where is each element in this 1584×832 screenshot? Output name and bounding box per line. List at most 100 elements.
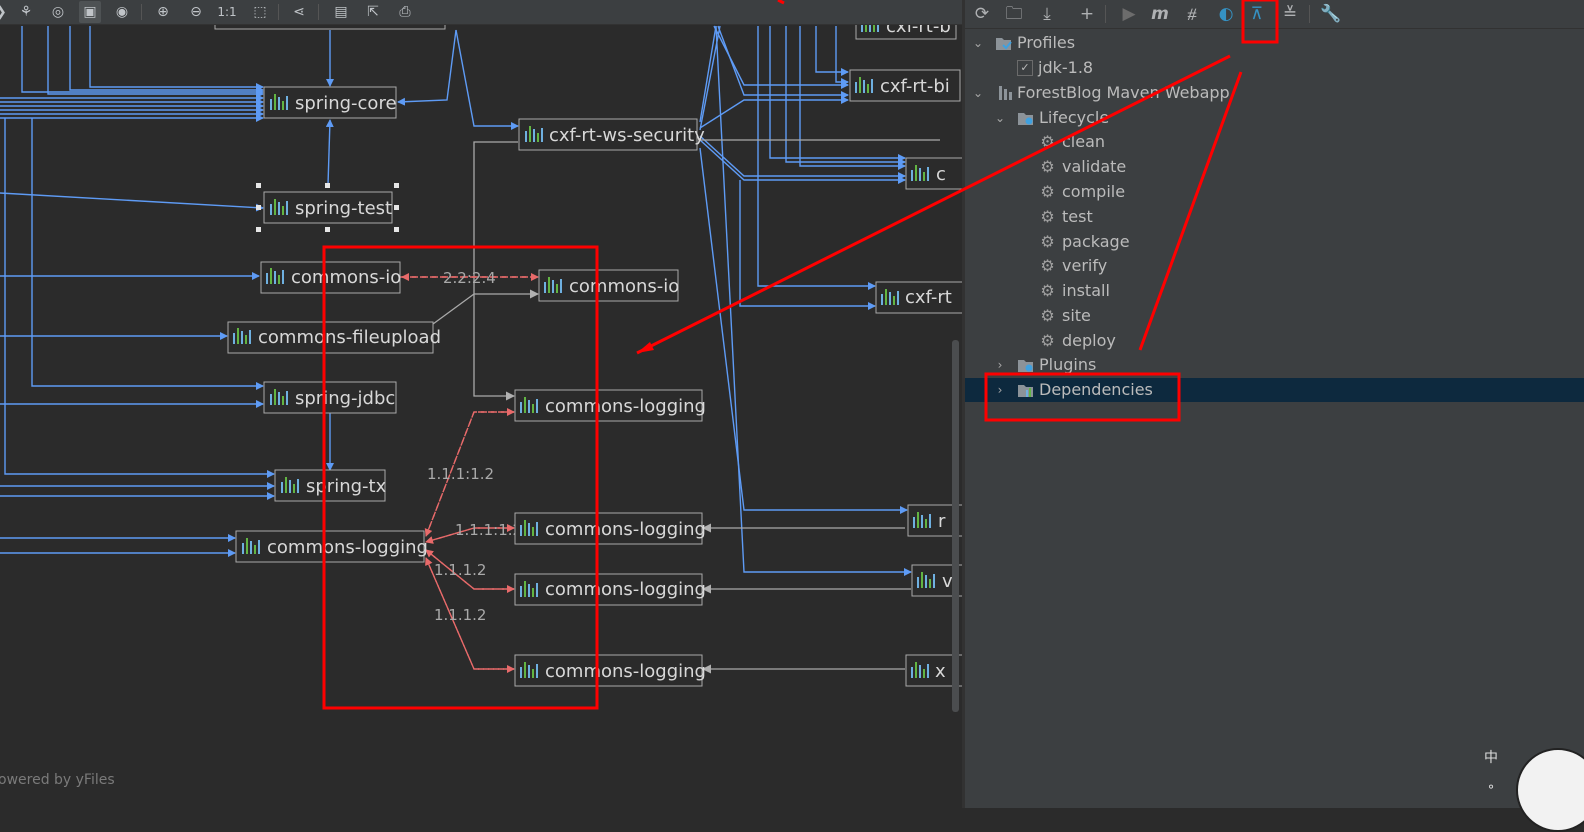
edge-label-logging-d: 1.1.1.2: [434, 606, 486, 624]
svg-text:commons-io: commons-io: [569, 276, 679, 297]
lifecycle-goal-verify[interactable]: ⚙ verify: [965, 254, 1584, 278]
dependency-edges: [0, 25, 912, 576]
avatar[interactable]: [1516, 748, 1584, 832]
plus-icon[interactable]: +: [1079, 4, 1095, 24]
skip-tests-icon[interactable]: ⧣: [1187, 4, 1197, 24]
svg-text:r: r: [938, 511, 946, 532]
save-icon[interactable]: ▤: [334, 4, 348, 20]
chevron-down-icon[interactable]: ⌄: [972, 36, 984, 50]
fit-content-icon[interactable]: ⬚: [253, 4, 267, 20]
tree-item-dependencies[interactable]: › Dependencies: [965, 378, 1584, 402]
svg-text:commons-fileupload: commons-fileupload: [258, 327, 441, 348]
tree-item-lifecycle[interactable]: ⌄ Lifecycle: [965, 106, 1584, 130]
maven-toolbar: ⟳ 🗀 ⤓ + ▶ m ⧣ ◐ ⊼ ≚ 🔧: [965, 0, 1584, 29]
dependency-graph-canvas[interactable]: 2.2:2.4 1.1.1:1.2 1.1.1:1.2 1.1.1.2 1.1.…: [0, 0, 962, 808]
gear-icon: ⚙: [1040, 306, 1055, 325]
chevron-right-icon[interactable]: ›: [997, 383, 1003, 397]
node-spring-test-selected[interactable]: spring-test: [256, 183, 399, 232]
gear-icon: ⚙: [1040, 182, 1055, 201]
diagram-toolbar: ❯ ⚘ ◎ ▣ ◉ ⊕ ⊖ 1:1 ⬚ ⋖ ▤ ⇱ ⎙: [0, 0, 962, 25]
run-icon[interactable]: ▶: [1122, 4, 1136, 24]
add-maven-projects-icon[interactable]: 🗀: [1005, 4, 1023, 24]
node-commons-io-right[interactable]: commons-io: [538, 269, 679, 302]
fit-selection-icon[interactable]: ◎: [51, 4, 65, 20]
node-c[interactable]: c: [905, 157, 962, 190]
lifecycle-folder-icon: [1018, 113, 1033, 125]
layout-icon[interactable]: ⚘: [19, 4, 33, 20]
profiles-folder-icon: [996, 38, 1012, 50]
tree-item-profiles[interactable]: ⌄ Profiles: [965, 31, 1584, 55]
toggle-offline-icon[interactable]: ◐: [1218, 4, 1234, 24]
lifecycle-goal-validate[interactable]: ⚙ validate: [965, 155, 1584, 179]
node-commons-logging-1[interactable]: commons-logging: [514, 389, 706, 422]
lifecycle-goal-clean[interactable]: ⚙ clean: [965, 130, 1584, 154]
download-icon[interactable]: ⤓: [1043, 4, 1051, 24]
node-spring-core[interactable]: spring-core: [263, 86, 397, 119]
maven-tool-window: ⟳ 🗀 ⤓ + ▶ m ⧣ ◐ ⊼ ≚ 🔧 ⌄ Profiles ✓ jdk-1…: [965, 0, 1584, 808]
gear-icon: ⚙: [1040, 232, 1055, 251]
gear-icon: ⚙: [1040, 331, 1055, 350]
tree-item-jdk-profile[interactable]: ✓ jdk-1.8: [965, 56, 1584, 80]
svg-text:spring-tx: spring-tx: [306, 476, 387, 497]
ime-language-indicator[interactable]: 中: [1484, 750, 1498, 766]
reload-icon[interactable]: ⟳: [974, 4, 990, 24]
collapse-all-icon[interactable]: ≚: [1282, 4, 1298, 24]
execute-goal-icon[interactable]: m: [1151, 4, 1169, 24]
node-cxf-rt-ws-security[interactable]: cxf-rt-ws-security: [518, 118, 705, 151]
edge-label-logging-b: 1.1.1:1.2: [455, 521, 522, 539]
lifecycle-goal-deploy[interactable]: ⚙ deploy: [965, 329, 1584, 353]
show-dependencies-icon[interactable]: ⊼: [1250, 4, 1264, 24]
svg-text:commons-logging: commons-logging: [545, 579, 706, 600]
edge-label-logging-c: 1.1.1.2: [434, 561, 486, 579]
svg-text:spring-core: spring-core: [295, 93, 397, 114]
actual-size-select-icon[interactable]: ▣: [79, 1, 101, 23]
dependency-diagram-panel[interactable]: 2.2:2.4 1.1.1:1.2 1.1.1:1.2 1.1.1.2 1.1.…: [0, 0, 962, 808]
chevron-down-icon[interactable]: ⌄: [972, 86, 984, 100]
checkbox-checked-icon[interactable]: ✓: [1017, 60, 1033, 76]
node-spring-jdbc[interactable]: spring-jdbc: [263, 381, 397, 414]
svg-text:c: c: [936, 164, 946, 185]
gear-icon: ⚙: [1040, 256, 1055, 275]
lifecycle-goal-site[interactable]: ⚙ site: [965, 304, 1584, 328]
ime-settings-icon[interactable]: ⚬: [1486, 780, 1497, 794]
node-commons-io-left[interactable]: commons-io: [260, 261, 401, 294]
tree-item-plugins[interactable]: › Plugins: [965, 353, 1584, 377]
partial-icon[interactable]: ❯: [0, 1, 12, 23]
lifecycle-goal-compile[interactable]: ⚙ compile: [965, 180, 1584, 204]
chevron-right-icon[interactable]: ›: [997, 358, 1003, 372]
lifecycle-goal-package[interactable]: ⚙ package: [965, 230, 1584, 254]
chevron-down-icon[interactable]: ⌄: [994, 111, 1006, 125]
node-commons-logging-2[interactable]: commons-logging: [514, 512, 706, 545]
gear-icon: ⚙: [1040, 132, 1055, 151]
node-commons-logging-4[interactable]: commons-logging: [514, 654, 706, 687]
print-icon[interactable]: ⎙: [399, 4, 411, 20]
settings-icon[interactable]: 🔧: [1320, 4, 1342, 24]
svg-text:commons-logging: commons-logging: [545, 661, 706, 682]
svg-text:cxf-rt-bi: cxf-rt-bi: [880, 76, 950, 97]
zoom-in-icon[interactable]: ⊕: [157, 4, 169, 20]
diagram-scrollbar[interactable]: [952, 340, 959, 712]
node-cxf-rt[interactable]: cxf-rt: [875, 281, 962, 314]
svg-text:cxf-rt-ws-security: cxf-rt-ws-security: [549, 125, 705, 146]
dependencies-folder-icon: [1018, 385, 1033, 397]
share-icon[interactable]: ⋖: [293, 4, 305, 20]
node-commons-logging-main[interactable]: commons-logging: [235, 530, 428, 563]
edge-label-logging-a: 1.1.1:1.2: [427, 465, 494, 483]
gear-icon: ⚙: [1040, 281, 1055, 300]
show-icon[interactable]: ◉: [115, 4, 129, 20]
actual-size-icon[interactable]: 1:1: [217, 5, 237, 19]
lifecycle-goal-install[interactable]: ⚙ install: [965, 279, 1584, 303]
svg-text:commons-logging: commons-logging: [267, 537, 428, 558]
lifecycle-goal-test[interactable]: ⚙ test: [965, 205, 1584, 229]
node-spring-tx[interactable]: spring-tx: [274, 469, 387, 502]
zoom-out-icon[interactable]: ⊖: [190, 4, 202, 20]
node-commons-logging-3[interactable]: commons-logging: [514, 573, 706, 606]
panel-divider[interactable]: [962, 0, 965, 808]
plugins-folder-icon: [1018, 360, 1033, 372]
tree-item-project[interactable]: ⌄ ForestBlog Maven Webapp: [965, 81, 1584, 105]
svg-text:spring-test: spring-test: [295, 198, 392, 219]
node-cxf-rt-bi[interactable]: cxf-rt-bi: [849, 69, 961, 102]
maven-project-icon: [999, 86, 1012, 100]
node-commons-fileupload[interactable]: commons-fileupload: [227, 321, 441, 354]
export-icon[interactable]: ⇱: [367, 4, 379, 20]
